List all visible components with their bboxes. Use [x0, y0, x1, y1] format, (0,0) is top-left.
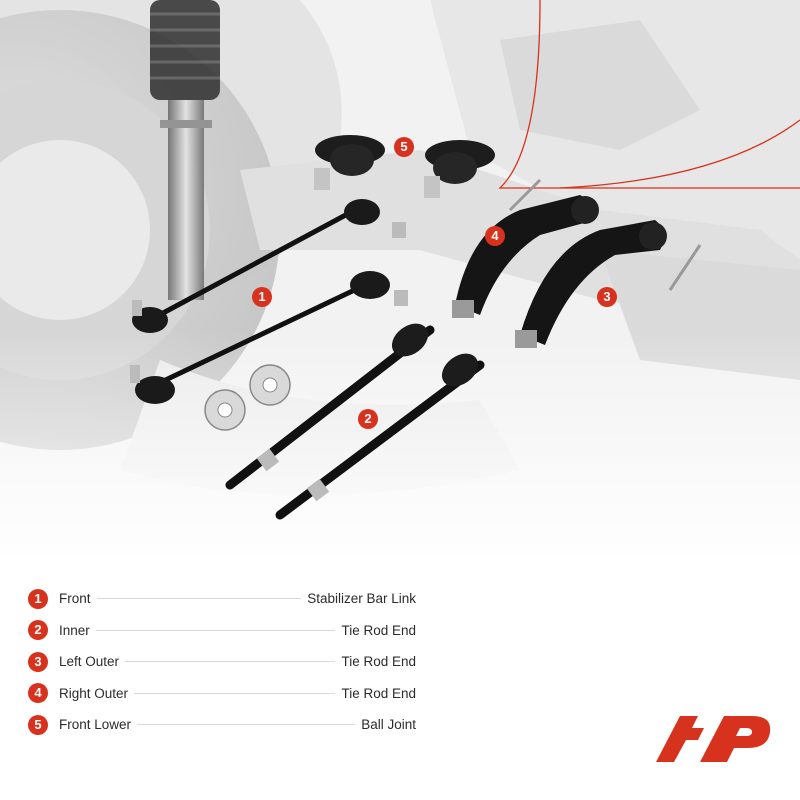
washers — [204, 364, 291, 431]
outer-tie-rod-ends — [452, 178, 702, 348]
suspension-parts-photo — [0, 0, 800, 560]
legend-part-name: Ball Joint — [361, 717, 416, 733]
legend-badge: 1 — [28, 588, 48, 609]
legend-leader-line — [137, 724, 356, 726]
legend-position: Right Outer — [59, 685, 129, 701]
legend-position: Inner — [59, 622, 90, 638]
legend-part-name: Tie Rod End — [341, 685, 416, 701]
legend-part-name: Tie Rod End — [341, 622, 416, 638]
legend-badge: 2 — [28, 620, 48, 641]
callout-5: 5 — [394, 137, 414, 157]
callout-3: 3 — [597, 287, 617, 307]
legend-leader-line — [134, 692, 336, 694]
inner-tie-rods — [225, 323, 485, 520]
legend-row: 3 Left Outer Tie Rod End — [28, 646, 416, 678]
legend-row: 4 Right Outer Tie Rod End — [28, 678, 416, 710]
brand-logo-icon — [656, 716, 771, 762]
legend-part-name: Stabilizer Bar Link — [307, 591, 416, 607]
legend-part-name: Tie Rod End — [341, 654, 416, 670]
legend-position: Front Lower — [59, 717, 132, 733]
legend-leader-line — [96, 598, 302, 600]
stabilizer-bar-links — [130, 199, 408, 404]
callout-1: 1 — [252, 287, 272, 307]
legend-position: Left Outer — [59, 654, 120, 670]
callout-2: 2 — [358, 409, 378, 429]
legend-row: 2 Inner Tie Rod End — [28, 615, 416, 647]
legend-leader-line — [95, 629, 336, 631]
legend-row: 5 Front Lower Ball Joint — [28, 709, 416, 741]
legend-row: 1 Front Stabilizer Bar Link — [28, 583, 416, 615]
legend-position: Front — [59, 591, 91, 607]
shock-absorber — [150, 0, 220, 300]
legend-badge: 3 — [28, 651, 48, 672]
background-scene — [0, 0, 800, 560]
callout-4: 4 — [485, 226, 505, 246]
legend-badge: 4 — [28, 683, 48, 704]
legend-badge: 5 — [28, 714, 48, 735]
parts-legend: 1 Front Stabilizer Bar Link 2 Inner Tie … — [28, 583, 416, 741]
legend-leader-line — [125, 661, 336, 663]
ball-joints — [314, 135, 495, 198]
